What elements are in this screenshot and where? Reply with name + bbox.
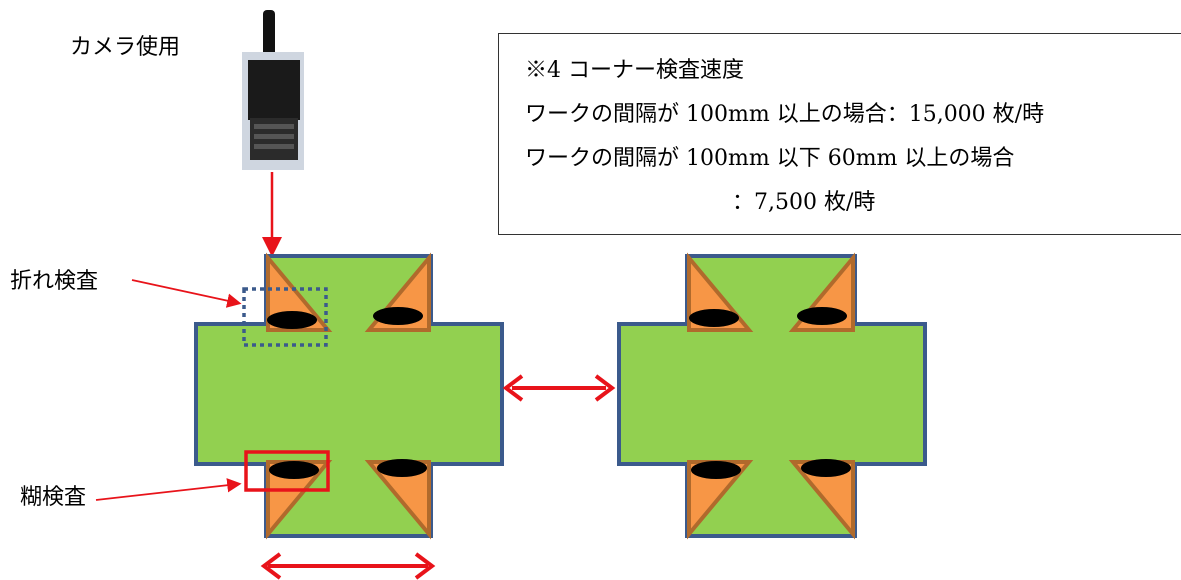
note-line: ワークの間隔が 100mm 以上の場合：15,000 枚/時 <box>525 102 1045 127</box>
camera-icon <box>242 10 304 170</box>
camera-label: カメラ使用 <box>70 35 181 60</box>
work-piece-right <box>617 252 927 540</box>
glue-mark <box>267 311 317 329</box>
glue-inspection-label: 糊検査 <box>20 485 87 510</box>
glue-inspection-area <box>244 450 330 492</box>
glue-mark <box>691 461 741 479</box>
glue-mark <box>269 461 319 479</box>
note-line: ワークの間隔が 100mm 以下 60mm 以上の場合 <box>525 146 1015 171</box>
glue-mark <box>797 307 847 325</box>
work-gap-arrow <box>502 374 616 402</box>
work-width-arrow <box>260 552 436 580</box>
glue-mark <box>373 307 423 325</box>
work-piece-left <box>194 252 504 540</box>
glue-mark <box>689 309 739 327</box>
glue-mark <box>377 459 427 477</box>
note-line: ：7,500 枚/時 <box>732 190 876 215</box>
inspection-speed-note: ※4 コーナー検査速度 ワークの間隔が 100mm 以上の場合：15,000 枚… <box>498 33 1181 235</box>
glue-label-arrow <box>95 478 242 501</box>
fold-inspection-label: 折れ検査 <box>10 269 99 294</box>
fold-label-arrow <box>131 279 242 308</box>
fold-inspection-area <box>242 287 328 347</box>
glue-mark <box>801 459 851 477</box>
note-title: ※4 コーナー検査速度 <box>525 58 744 83</box>
